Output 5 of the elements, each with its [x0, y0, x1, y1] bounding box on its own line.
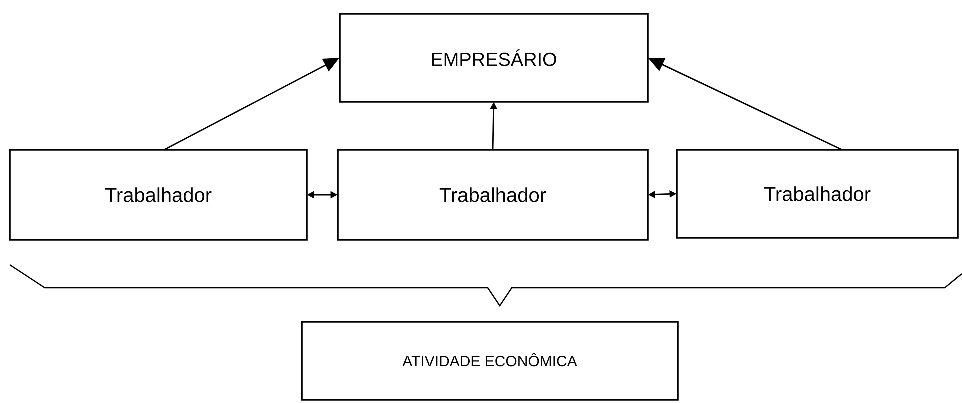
- box: Trabalhador: [337, 149, 649, 241]
- box: Trabalhador: [9, 149, 308, 241]
- box: EMPRESÁRIO: [339, 13, 649, 103]
- box: ATIVIDADE ECONÔMICA: [301, 321, 679, 401]
- box: Trabalhador: [676, 149, 959, 239]
